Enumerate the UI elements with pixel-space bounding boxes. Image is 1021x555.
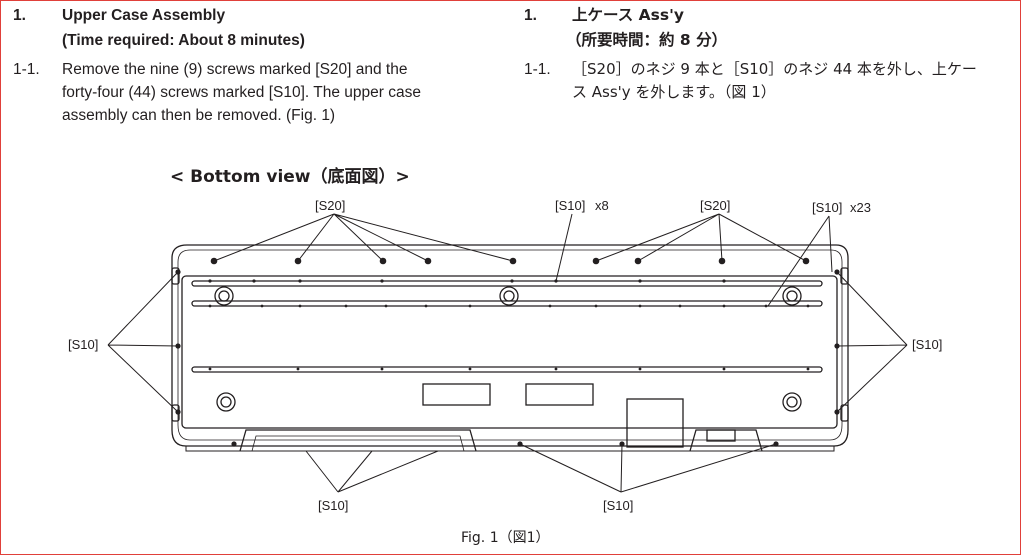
- callout-s10-x8-count: x8: [595, 198, 609, 213]
- inner-panel: [181, 275, 838, 429]
- section-number-en: 1.: [13, 7, 26, 24]
- section-number-jp: 1.: [524, 7, 537, 24]
- section-title-en: Upper Case Assembly: [62, 7, 226, 24]
- callout-s10-x8: [S10]: [555, 198, 585, 213]
- view-title: < Bottom view（底面図）>: [170, 167, 410, 187]
- callout-s10-right-side: [S10]: [912, 337, 942, 352]
- callout-s10-bottom-left: [S10]: [318, 498, 348, 513]
- rib-bottom: [191, 366, 823, 373]
- callout-s10-bottom-right: [S10]: [603, 498, 633, 513]
- section-subtitle-en: (Time required: About 8 minutes): [62, 32, 305, 49]
- callout-s10-left-side: [S10]: [68, 337, 98, 352]
- step-number-jp: 1-1.: [524, 61, 551, 78]
- section-title-jp: 上ケース Ass'y: [572, 6, 684, 24]
- callout-s20-right: [S20]: [700, 198, 730, 213]
- step-text-en: Remove the nine (9) screws marked [S20] …: [62, 58, 421, 127]
- handle-recess: [239, 429, 477, 452]
- step-number-en: 1-1.: [13, 61, 40, 78]
- step-text-jp: ［S20］のネジ 9 本と［S10］のネジ 44 本を外し、上ケー ス Ass'…: [572, 58, 977, 104]
- step-line-en: forty-four (44) screws marked [S10]. The…: [62, 84, 421, 101]
- step-line-jp: ス Ass'y を外します。（図 1）: [572, 83, 776, 101]
- step-line-jp: ［S20］のネジ 9 本と［S10］のネジ 44 本を外し、上ケー: [572, 60, 977, 78]
- leader-lines: [107, 213, 908, 493]
- keyboard-bottom-case: [171, 244, 849, 452]
- section-subtitle-jp: （所要時間：約 8 分）: [566, 31, 728, 49]
- step-line-en: Remove the nine (9) screws marked [S20] …: [62, 61, 408, 78]
- figure-caption: Fig. 1（図1）: [461, 530, 550, 546]
- callout-s10-x23: [S10]: [812, 200, 842, 215]
- callout-s20-left: [S20]: [315, 198, 345, 213]
- rib-top: [191, 280, 823, 287]
- case-outline: [171, 244, 849, 447]
- callout-s10-x23-count: x23: [850, 200, 871, 215]
- step-line-en: assembly can then be removed. (Fig. 1): [62, 107, 336, 124]
